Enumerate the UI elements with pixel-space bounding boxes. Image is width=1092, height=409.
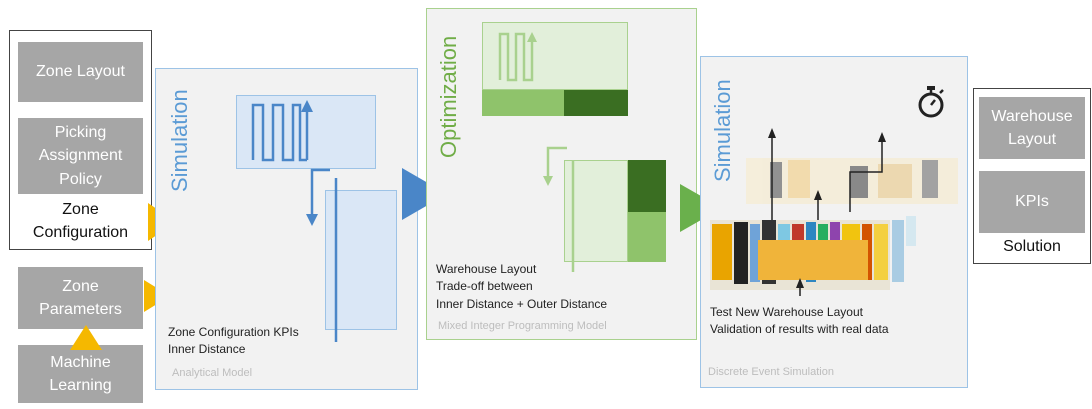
stopwatch-icon (918, 86, 944, 118)
panel2-side-dark (628, 160, 666, 212)
zone-parameters-box: Zone Parameters (18, 267, 143, 329)
sim-arrowhead-c (814, 190, 822, 200)
panel2-bar-light (482, 90, 564, 116)
panel2-text: Warehouse Layout Trade-off between Inner… (436, 261, 676, 313)
warehouse-simulation-view (710, 128, 958, 296)
panel2-line3: Inner Distance + Outer Distance (436, 296, 608, 311)
picking-policy-box: Picking Assignment Policy (18, 118, 143, 194)
panel2-footer: Mixed Integer Programming Model (438, 320, 607, 332)
panel3-footer: Discrete Event Simulation (708, 366, 834, 378)
panel3-text: Test New Warehouse Layout Validation of … (710, 304, 960, 339)
panel1-footer: Analytical Model (172, 367, 253, 379)
panel1-flow-line (310, 168, 330, 218)
sim-back-layer (746, 158, 958, 204)
panel1-down-arrowhead (306, 214, 318, 226)
sim-arrowhead-a (768, 128, 776, 138)
sim-front-layer (710, 216, 916, 290)
panel1-up-arrowhead (301, 100, 313, 112)
panel2-bar-dark (564, 90, 628, 116)
panel2-flow-line (546, 146, 567, 178)
machine-learning-box: Machine Learning (18, 345, 143, 403)
panel1-kpi-line2: Inner Distance (168, 342, 246, 357)
panel3-line1: Test New Warehouse Layout (710, 305, 863, 319)
panel1-kpi-line1: Zone Configuration KPIs (168, 325, 299, 339)
panel2-down-arrowhead (543, 176, 553, 186)
panel2-side-light (628, 212, 666, 262)
orange-arrow-ml-up (70, 325, 102, 350)
panel1-zigzag-route (251, 103, 307, 162)
zone-configuration-label: Zone Configuration (32, 201, 129, 242)
sim-line-b (849, 138, 883, 212)
sim-arrowhead-d (796, 278, 804, 288)
sim-arrowhead-b (878, 132, 886, 142)
panel1-kpi-text: Zone Configuration KPIs Inner Distance (168, 324, 368, 359)
panel2-zigzag-route (498, 32, 534, 82)
zone-layout-box: Zone Layout (18, 42, 143, 102)
panel2-line1: Warehouse Layout (436, 262, 537, 276)
warehouse-layout-box: Warehouse Layout (979, 97, 1085, 159)
panel2-line2: Trade-off between (436, 279, 533, 294)
kpis-box: KPIs (979, 171, 1085, 233)
panel3-line2: Validation of results with real data (710, 322, 889, 337)
solution-label: Solution (1003, 238, 1061, 255)
panel2-rect-bottom (564, 160, 628, 262)
panel2-up-arrowhead (527, 32, 537, 42)
